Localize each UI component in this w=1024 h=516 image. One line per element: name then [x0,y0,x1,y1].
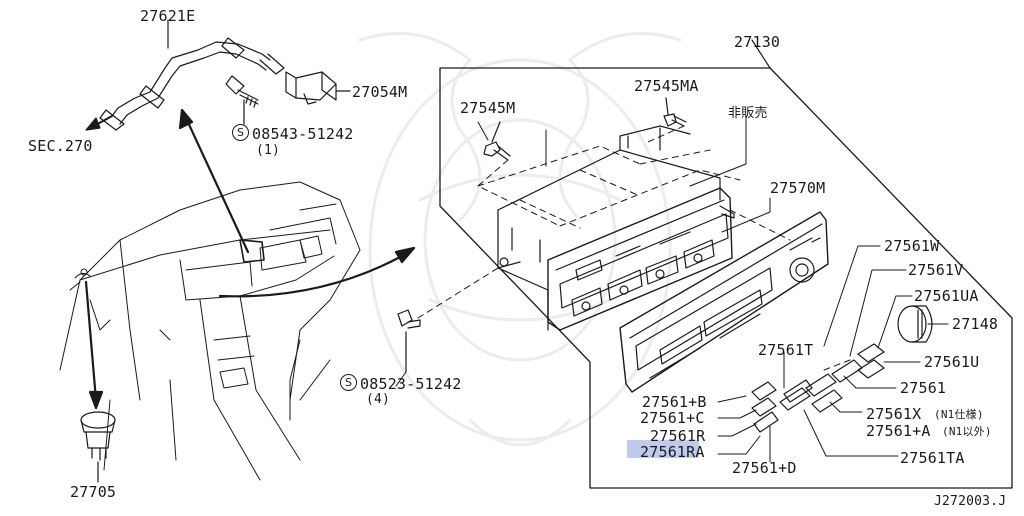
screw-08523 [398,310,420,372]
button-cluster [752,344,884,432]
leader-lines [396,116,948,462]
label-sec-270[interactable]: SEC.270 [28,137,93,155]
label-27705[interactable]: 27705 [70,483,117,501]
screw-08543 [226,76,258,124]
label-hihanbai: 非販売 [728,106,768,121]
label-27570m[interactable]: 27570M [770,179,826,197]
label-27561-c[interactable]: 27561+C [640,409,705,427]
screw-symbol-08523: S [340,374,357,391]
aspirator-hose-27621e [100,20,284,130]
label-27561u[interactable]: 27561U [924,353,980,371]
label-08543-qty: (1) [256,143,281,158]
label-27561w[interactable]: 27561W [884,237,940,255]
highlight-27561ra [627,440,699,458]
label-27561-a-note: (N1以外) [942,425,992,438]
label-27054m[interactable]: 27054M [352,83,408,101]
label-27561-d[interactable]: 27561+D [732,459,797,477]
label-27561x-note: (N1仕様) [934,408,984,421]
diagram-code: J272003.J [934,494,1007,509]
screw-27545ma [664,98,686,126]
label-27545m[interactable]: 27545M [460,99,516,117]
sec-270-arrow [86,116,112,130]
assembly-frame-27130 [440,40,1012,488]
label-08523-51242[interactable]: 08523-51242 [360,375,462,393]
label-27148[interactable]: 27148 [952,315,999,333]
finisher-27570m [620,212,828,392]
label-27130[interactable]: 27130 [734,33,781,51]
location-arrows [86,110,414,408]
control-unit-body [498,126,734,330]
label-27621e[interactable]: 27621E [140,7,196,25]
label-27561-b[interactable]: 27561+B [642,393,707,411]
watermark-logo [360,33,680,445]
label-27561[interactable]: 27561 [900,379,947,397]
knob-27148 [898,306,932,342]
label-27561ua[interactable]: 27561UA [914,287,979,305]
label-27561r[interactable]: 27561R [650,427,706,445]
label-27561ta[interactable]: 27561TA [900,449,965,467]
label-08523-qty: (4) [366,392,391,407]
label-27561-a[interactable]: 27561+A [866,422,931,440]
label-27561x[interactable]: 27561X [866,405,922,423]
label-27561t[interactable]: 27561T [758,341,814,359]
label-08543-51242[interactable]: 08543-51242 [252,125,354,143]
dashboard-sketch [60,182,360,480]
aspirator-27054m [286,72,350,104]
dashed-guides [418,126,850,370]
sensor-27705 [81,412,115,482]
screw-symbol-08543: S [232,124,249,141]
label-27561v[interactable]: 27561V [908,261,964,279]
label-27545ma[interactable]: 27545MA [634,77,699,95]
screw-27545m [484,122,510,160]
label-27561ra[interactable]: 27561RA [640,443,705,461]
